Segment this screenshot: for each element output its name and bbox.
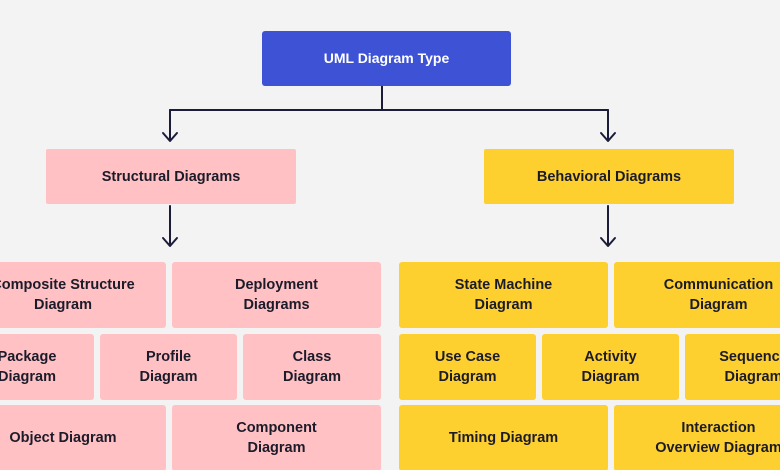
use-case-diagram-label: Use Case Diagram — [434, 349, 501, 385]
profile-diagram-node: Profile Diagram — [100, 334, 237, 400]
behavioral-diagrams-node: Behavioral Diagrams — [484, 149, 734, 204]
sequence-diagram-label: Sequence Diagram — [719, 349, 780, 385]
interaction-overview-diagram-node: Interaction Overview Diagram — [614, 405, 780, 470]
behavioral-children-arrow-head — [600, 237, 616, 247]
root-node: UML Diagram Type — [262, 31, 511, 86]
communication-diagram-label: Communication Diagram — [663, 277, 774, 313]
package-diagram-label: Package Diagram — [0, 349, 57, 385]
deployment-diagrams-label: Deployment Diagrams — [235, 277, 318, 313]
structural-diagrams-node: Structural Diagrams — [46, 149, 296, 204]
composite-structure-diagram-node: Composite Structure Diagram — [0, 262, 166, 328]
composite-structure-diagram-label: Composite Structure Diagram — [0, 277, 135, 313]
structural-diagrams-label: Structural Diagrams — [101, 168, 241, 185]
object-diagram-node: Object Diagram — [0, 405, 166, 470]
component-diagram-label: Component Diagram — [236, 420, 317, 456]
component-diagram-node: Component Diagram — [172, 405, 381, 470]
deployment-diagrams-node: Deployment Diagrams — [172, 262, 381, 328]
profile-diagram-label: Profile Diagram — [139, 349, 198, 385]
interaction-overview-diagram-label: Interaction Overview Diagram — [655, 420, 780, 456]
object-diagram-label: Object Diagram — [9, 430, 117, 446]
timing-diagram-label: Timing Diagram — [448, 430, 559, 446]
package-diagram-node: Package Diagram — [0, 334, 94, 400]
class-diagram-node: Class Diagram — [243, 334, 381, 400]
structural-arrow-head — [162, 132, 178, 142]
state-machine-diagram-label: State Machine Diagram — [454, 277, 553, 313]
class-diagram-label: Class Diagram — [282, 349, 342, 385]
structural-children-arrow-head — [162, 237, 178, 247]
state-machine-diagram-node: State Machine Diagram — [399, 262, 608, 328]
activity-diagram-node: Activity Diagram — [542, 334, 679, 400]
activity-diagram-label: Activity Diagram — [581, 349, 640, 385]
communication-diagram-node: Communication Diagram — [614, 262, 780, 328]
root-node-label: UML Diagram Type — [323, 49, 450, 66]
sequence-diagram-node: Sequence Diagram — [685, 334, 780, 400]
behavioral-arrow-head — [600, 132, 616, 142]
use-case-diagram-node: Use Case Diagram — [399, 334, 536, 400]
behavioral-diagrams-label: Behavioral Diagrams — [536, 168, 682, 185]
timing-diagram-node: Timing Diagram — [399, 405, 608, 470]
